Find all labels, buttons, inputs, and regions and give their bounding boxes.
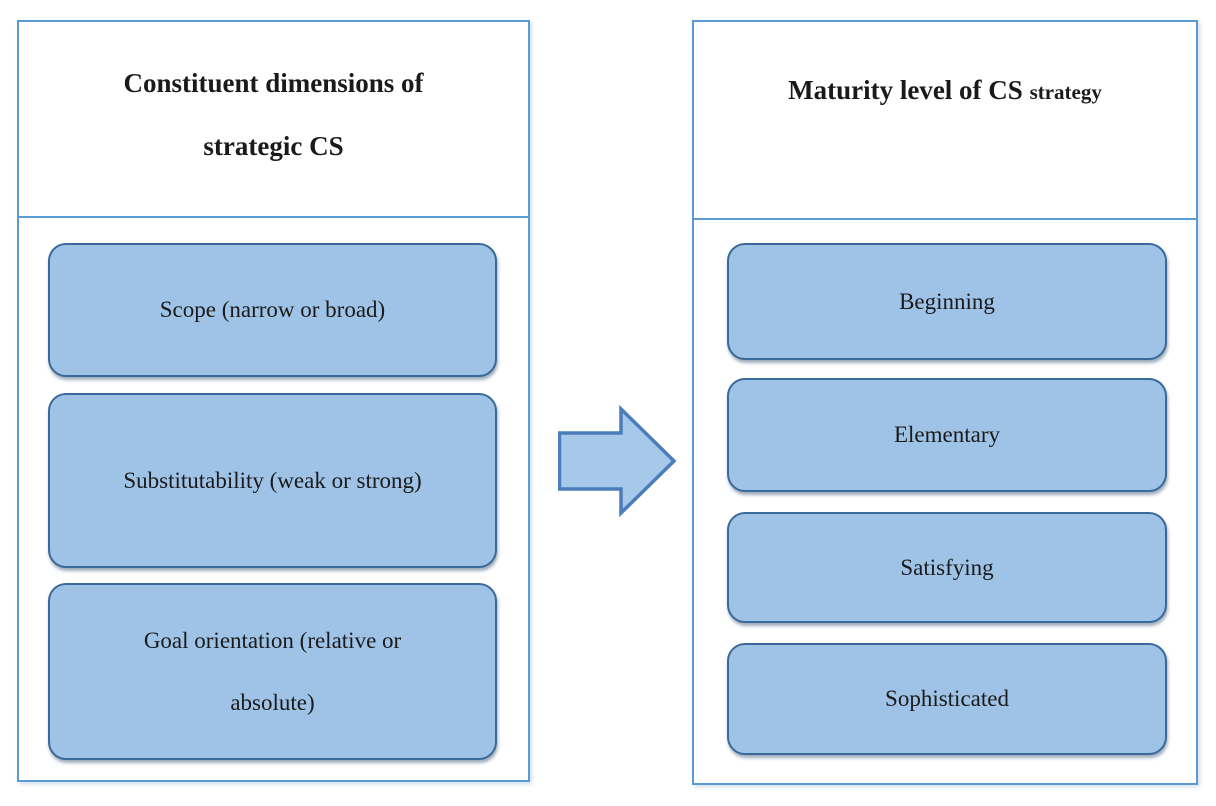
maturity-box-elementary: Elementary <box>727 378 1167 492</box>
dimension-box-scope-label: Scope (narrow or broad) <box>159 297 386 322</box>
right-panel-title-main: Maturity level of CS <box>788 75 1030 105</box>
maturity-box-sophisticated-label: Sophisticated <box>885 686 1009 711</box>
maturity-box-beginning-label: Beginning <box>899 288 995 314</box>
dimension-box-goal-orientation: Goal orientation (relative or absolute) <box>48 583 497 760</box>
maturity-level-panel: Maturity level of CS strategy Beginning … <box>692 20 1198 785</box>
right-panel-title-small: strategy <box>1029 80 1102 104</box>
maturity-box-satisfying-label: Satisfying <box>900 554 994 580</box>
maturity-box-beginning: Beginning <box>727 243 1167 360</box>
maturity-box-satisfying: Satisfying <box>727 512 1167 623</box>
dimension-box-substitutability-label: Substitutability (weak or strong) <box>123 467 422 493</box>
right-arrow-icon <box>557 404 677 518</box>
maturity-box-sophisticated: Sophisticated <box>727 643 1167 755</box>
left-panel-title-line1: Constituent dimensions of <box>123 68 424 98</box>
left-panel-title-line2: strategic CS <box>203 131 344 161</box>
dimension-box-scope: Scope (narrow or broad) <box>48 243 497 377</box>
left-panel-title: Constituent dimensions of strategic CS <box>19 22 528 218</box>
dimension-box-goal-orientation-label: Goal orientation (relative or absolute) <box>143 627 402 715</box>
maturity-box-elementary-label: Elementary <box>893 422 1000 447</box>
dimension-box-substitutability: Substitutability (weak or strong) <box>48 393 497 568</box>
constituent-dimensions-panel: Constituent dimensions of strategic CS S… <box>17 20 530 782</box>
right-panel-title: Maturity level of CS strategy <box>694 22 1196 220</box>
